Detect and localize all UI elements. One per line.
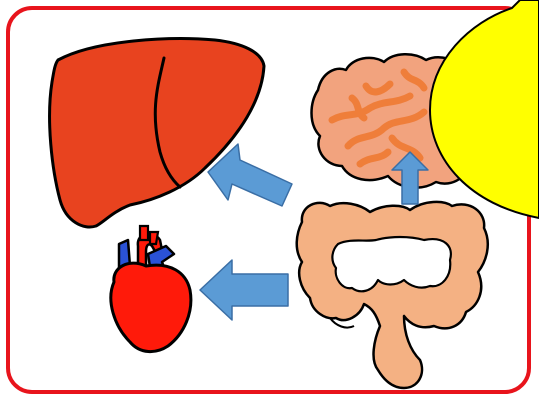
organ-diagram [0, 0, 539, 400]
diagram-canvas [0, 0, 539, 400]
